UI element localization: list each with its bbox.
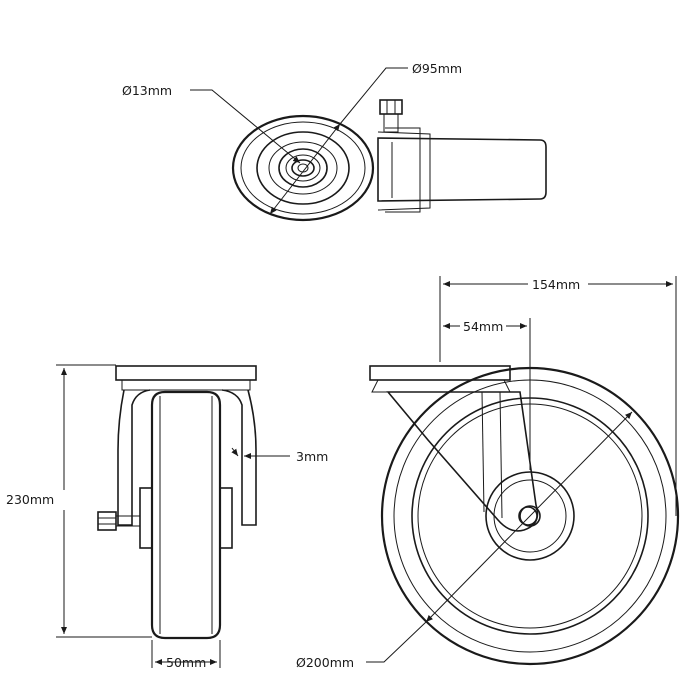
front-wheel-tread [150,390,222,640]
wheel-width-label: 50mm [166,655,206,670]
hub-diameter-label: Ø95mm [412,61,462,76]
top-bolt-shank [383,113,399,133]
height-label: 230mm [6,492,54,507]
front-view: 230mm 50mm 3mm [6,364,328,670]
hub-diameter-leader [339,67,408,125]
front-hub-left [139,487,153,549]
wheel-diameter-label: Ø200mm [296,655,354,670]
side-view: 154mm 54mm Ø200mm [296,276,680,670]
gap-label: 3mm [296,449,328,464]
axle-diameter-label: Ø13mm [122,83,172,98]
front-nut [97,511,117,531]
side-fork-arm [386,391,539,532]
front-fork-right [221,389,257,526]
wheel-diameter-leader [366,621,427,663]
front-fork-left [117,389,151,526]
offset-label: 54mm [463,319,503,334]
top-wheel-outer [231,114,375,222]
overall-length-label: 154mm [532,277,580,292]
front-top-plate [115,365,257,381]
top-hub [256,131,350,205]
front-axle-bolt [115,515,141,527]
front-hub-right [219,487,233,549]
top-bolt-head [379,99,403,115]
top-view: Ø13mm Ø95mm [122,61,547,222]
top-swivel-plate [377,131,431,211]
top-fork-body [377,137,547,202]
